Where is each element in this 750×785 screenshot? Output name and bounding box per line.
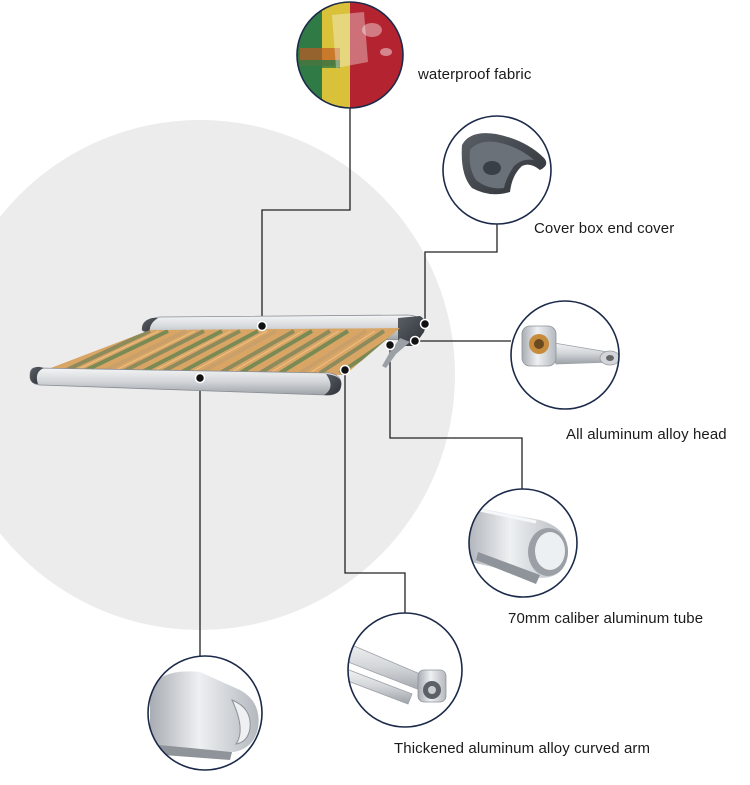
callout-anchors [194,318,431,384]
detail-circle-head [510,300,620,410]
curved-arm-part-icon [348,639,447,705]
callout-lines [199,108,523,656]
anchor-dot-front-bar [194,372,206,384]
callout-line-tube [389,346,523,489]
end-cover-part-icon [461,133,547,195]
label-end-cover: Cover box end cover [534,220,675,237]
front-bar-profile-part-icon [150,671,259,760]
awning-illustration [29,314,426,396]
anchor-dot-fabric [256,320,268,332]
callout-line-fabric [261,108,351,326]
folding-arm [382,338,410,368]
label-aluminum-tube: 70mm caliber aluminum tube [508,610,704,627]
aluminum-head-part-icon [521,325,619,367]
detail-circle-front-bar [147,655,263,771]
anchor-dot-arm [339,364,351,376]
detail-circle-tube [468,488,578,598]
anchor-dot-end-cover [419,318,431,330]
waterproof-fabric-swatch-icon [297,2,403,108]
label-waterproof-fabric: waterproof fabric [418,66,532,83]
callout-line-end-cover [424,224,498,323]
detail-circle-end-cover [442,115,552,225]
aluminum-tube-part-icon [469,505,568,584]
label-aluminum-head: All aluminum alloy head [566,426,727,443]
callout-line-arm [344,370,406,613]
detail-circle-arm [347,612,463,728]
anchor-dot-tube [384,339,396,351]
label-curved-arm: Thickened aluminum alloy curved arm [394,740,651,757]
anchor-dot-head [409,335,421,347]
detail-circle-fabric [296,1,404,109]
